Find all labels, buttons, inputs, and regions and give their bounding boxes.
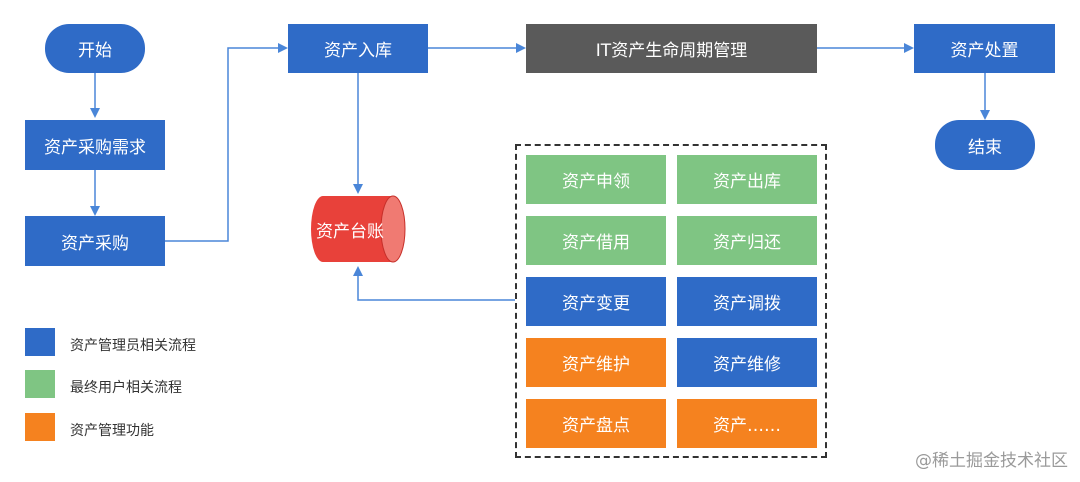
grid-cell-more: 资产……	[677, 399, 817, 448]
purchase-demand-node: 资产采购需求	[25, 120, 165, 170]
grid-cell-maintain: 资产维护	[526, 338, 666, 387]
grid-cell-return: 资产归还	[677, 216, 817, 265]
grid-cell-transfer: 资产调拨	[677, 277, 817, 326]
watermark: @稀土掘金技术社区	[915, 451, 1068, 471]
grid-cell-inventory: 资产盘点	[526, 399, 666, 448]
arrow-purchase-to-inbound	[165, 43, 288, 242]
arrow-grid-to-ledger	[353, 266, 515, 301]
legend-swatch-function	[25, 413, 55, 441]
grid-cell-change: 资产变更	[526, 277, 666, 326]
disposal-node: 资产处置	[914, 24, 1055, 73]
lifecycle-node: IT资产生命周期管理	[526, 24, 817, 73]
legend-label-user: 最终用户相关流程	[70, 380, 182, 396]
legend-label-function: 资产管理功能	[70, 423, 154, 439]
end-node: 结束	[935, 120, 1035, 170]
legend-swatch-admin	[25, 328, 55, 356]
legend-label-admin: 资产管理员相关流程	[70, 338, 196, 354]
grid-cell-apply: 资产申领	[526, 155, 666, 204]
grid-cell-borrow: 资产借用	[526, 216, 666, 265]
legend-swatch-user	[25, 370, 55, 398]
grid-cell-repair: 资产维修	[677, 338, 817, 387]
ledger-label: 资产台账	[316, 221, 384, 242]
grid-cell-outbound: 资产出库	[677, 155, 817, 204]
start-node: 开始	[45, 24, 145, 73]
lifecycle-functions-box	[515, 144, 827, 458]
purchase-node: 资产采购	[25, 216, 165, 266]
inbound-node: 资产入库	[288, 24, 428, 73]
ledger-cylinder	[311, 195, 406, 263]
